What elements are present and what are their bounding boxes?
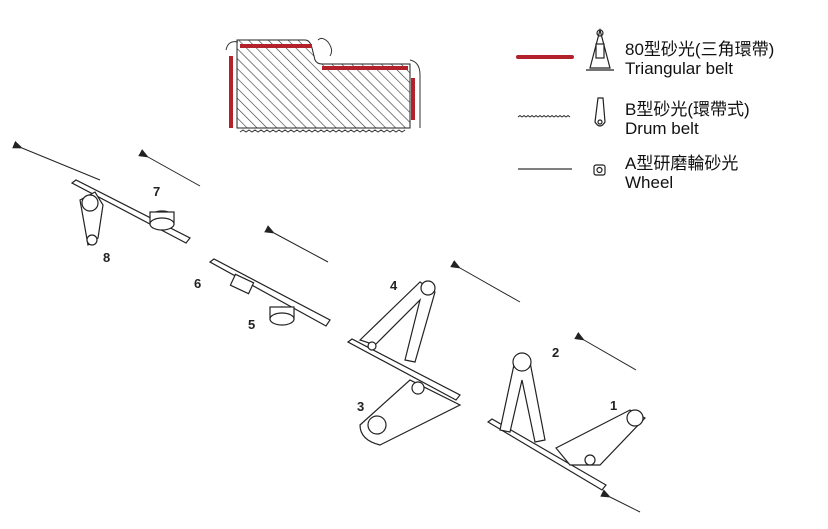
station-1-2 <box>486 352 646 491</box>
wheel-icon <box>593 164 606 176</box>
legend-wheel: A型研磨輪砂光 Wheel <box>625 154 738 192</box>
station-label-4: 4 <box>390 278 398 293</box>
drum-belt-icon <box>594 97 606 127</box>
triangular-belt-icon <box>586 27 614 71</box>
station-label-1: 1 <box>610 398 618 413</box>
legend-zh: 80型砂光(三角環帶) <box>625 40 775 59</box>
station-3-4 <box>346 280 462 446</box>
station-label-8: 8 <box>103 250 111 265</box>
station-label-2: 2 <box>552 345 560 360</box>
legend-zh: B型砂光(環帶式) <box>625 100 750 119</box>
station-5-6 <box>208 258 331 327</box>
legend-en: Wheel <box>625 173 674 192</box>
legend-en: Drum belt <box>625 119 699 138</box>
station-label-7: 7 <box>153 184 161 199</box>
legend-triangular-belt: 80型砂光(三角環帶) Triangular belt <box>625 40 774 78</box>
legend-line-drum <box>517 114 571 118</box>
station-7-8 <box>70 179 191 247</box>
station-label-5: 5 <box>248 317 256 332</box>
station-label-6: 6 <box>194 276 202 291</box>
legend-en: Triangular belt <box>625 59 734 78</box>
legend-zh: A型研磨輪砂光 <box>625 154 739 173</box>
legend-drum-belt: B型砂光(環帶式) Drum belt <box>625 100 750 138</box>
station-label-3: 3 <box>357 399 365 414</box>
feed-arrows <box>12 140 641 513</box>
workpiece-profile <box>225 37 421 133</box>
